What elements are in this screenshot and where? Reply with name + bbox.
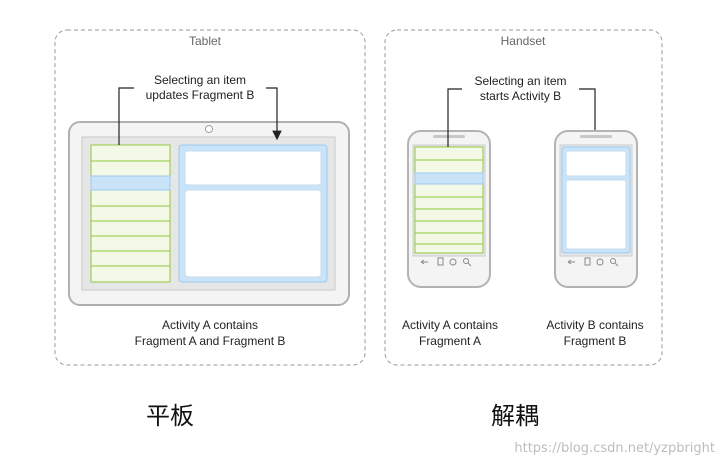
handset-a-caption-line-2: Fragment A (418, 334, 482, 348)
tablet-callout-arrow (118, 87, 282, 145)
tablet-chinese-label: 平板 (146, 402, 194, 430)
home-icon (449, 258, 457, 266)
handset-b-caption: Activity B contains Fragment B (535, 317, 655, 349)
tablet-panel-label: Tablet (188, 34, 222, 48)
tablet-caption: Activity A contains Fragment A and Fragm… (110, 317, 310, 349)
tablet-caption-line-1: Activity A contains (161, 318, 259, 332)
handset-panel-label: Handset (500, 34, 546, 48)
tablet-callout-text: Selecting an item updates Fragment B (134, 73, 266, 103)
handset-a-nav-bar (420, 257, 472, 267)
tablet-caption-line-2: Fragment A and Fragment B (134, 334, 286, 348)
handset-chinese-label: 解耦 (491, 402, 539, 430)
watermark: https://blog.csdn.net/yzpbright (514, 441, 715, 456)
tablet-fragment-b (178, 144, 328, 283)
search-icon (610, 258, 616, 264)
tablet-selected-item (90, 175, 171, 191)
handset-a-fragment-a-list (414, 146, 484, 254)
search-icon (463, 258, 469, 264)
handset-a-caption: Activity A contains Fragment A (390, 317, 510, 349)
handset-b-nav-bar (567, 257, 619, 267)
handset-b-caption-line-1: Activity B contains (546, 318, 644, 332)
back-icon (420, 259, 428, 265)
handset-callout-arrow (447, 88, 600, 147)
tablet-camera-icon (205, 125, 213, 133)
handset-callout-line-2: starts Activity B (479, 89, 562, 103)
handset-callout-line-1: Selecting an item (474, 74, 567, 88)
tablet-fragment-a-list (90, 144, 171, 283)
handset-selected-item (414, 172, 484, 185)
menu-icon (584, 257, 591, 266)
back-icon (567, 259, 575, 265)
home-icon (596, 258, 604, 266)
handset-callout-text: Selecting an item starts Activity B (462, 74, 579, 104)
tablet-callout-line-1: Selecting an item (153, 73, 247, 87)
handset-b-caption-line-2: Fragment B (563, 334, 627, 348)
handset-b-fragment-b (561, 146, 631, 254)
handset-panel-border (384, 29, 663, 366)
tablet-panel-border (54, 29, 366, 366)
handset-a-caption-line-1: Activity A contains (401, 318, 499, 332)
menu-icon (437, 257, 444, 266)
tablet-callout-line-2: updates Fragment B (145, 88, 255, 102)
